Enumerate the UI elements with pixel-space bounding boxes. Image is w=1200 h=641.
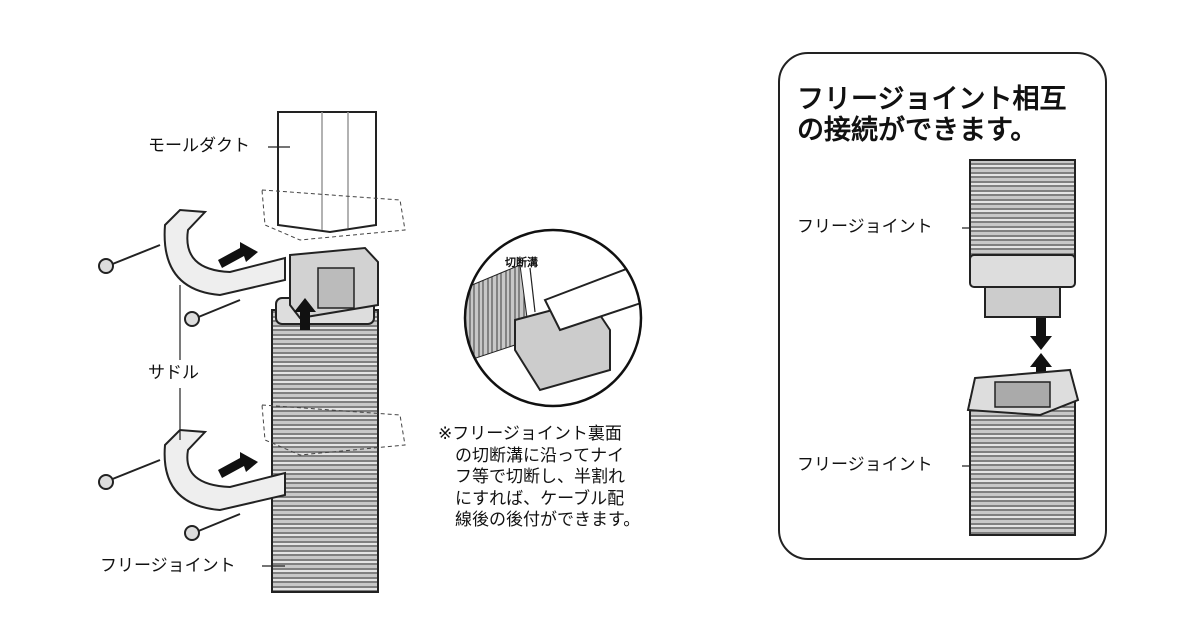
note-line: ※フリージョイント裏面 bbox=[438, 424, 622, 444]
lower-joint-label: フリージョイント bbox=[797, 455, 933, 475]
panel-title: フリージョイント相互 の接続ができます。 bbox=[797, 84, 1066, 146]
saddle-lower bbox=[163, 428, 286, 512]
panel-title-line: フリージョイント相互 bbox=[797, 84, 1067, 115]
note-line: の切断溝に沿ってナイ bbox=[455, 445, 625, 466]
mall-duct bbox=[261, 111, 406, 456]
right-arrow-icon bbox=[218, 242, 258, 268]
magnifier-detail bbox=[463, 228, 643, 408]
note-line: にすれば、ケーブル配 bbox=[455, 488, 625, 509]
up-arrow-icon bbox=[1030, 353, 1052, 385]
mutual-connection-panel bbox=[778, 52, 1107, 560]
duct-label: モールダクト bbox=[148, 136, 250, 156]
joint-socket bbox=[289, 246, 379, 320]
note-line: フ等で切断し、半割れ bbox=[455, 467, 625, 487]
down-arrow-icon bbox=[1030, 318, 1052, 350]
free-joint-label: フリージョイント bbox=[100, 556, 236, 576]
cut-groove-label: 切断溝 bbox=[505, 256, 538, 269]
upper-free-joint bbox=[969, 159, 1076, 318]
note-line: 線後の後付ができます。 bbox=[455, 510, 641, 530]
saddle-upper bbox=[163, 208, 286, 297]
right-arrow-icon bbox=[218, 452, 258, 478]
panel-title-line: の接続ができます。 bbox=[797, 115, 1038, 146]
saddle-label: サドル bbox=[148, 363, 199, 383]
upper-joint-label: フリージョイント bbox=[797, 217, 933, 237]
lower-free-joint bbox=[966, 368, 1080, 536]
free-joint-tube bbox=[271, 297, 379, 593]
up-arrow-icon bbox=[294, 298, 316, 330]
screw-icon bbox=[98, 244, 241, 541]
cutting-note: ※フリージョイント裏面 の切断溝に沿ってナイ フ等で切断し、半割れ にすれば、ケ… bbox=[438, 424, 678, 532]
